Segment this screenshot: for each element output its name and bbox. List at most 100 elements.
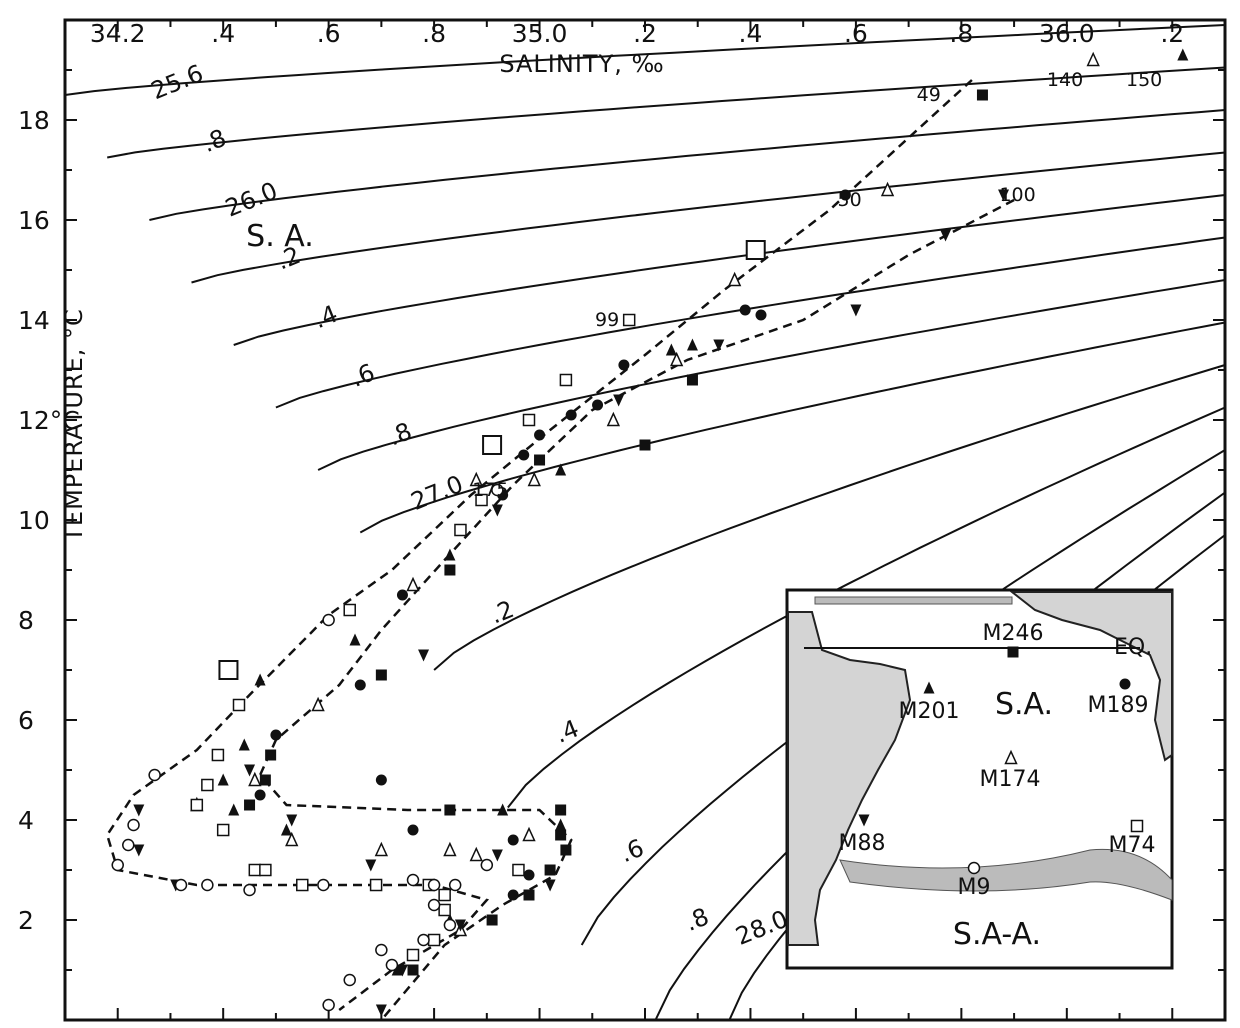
data-point-open-triangle — [311, 696, 325, 712]
inset-station-label: M189 — [1088, 693, 1149, 718]
data-point-open-square — [559, 373, 573, 387]
data-point-filled-square — [976, 89, 988, 101]
inset-station-marker — [967, 861, 981, 875]
isopycnal-label: .8 — [384, 417, 416, 452]
data-point-open-triangle — [880, 181, 895, 197]
data-point-filled-down-triangle — [286, 814, 298, 827]
y-tick-label: 4 — [18, 806, 34, 835]
data-point-filled-square — [407, 964, 419, 976]
data-point-open-triangle — [285, 831, 299, 847]
data-point-open-circle — [243, 883, 256, 897]
x-tick-label: .6 — [317, 19, 341, 48]
x-tick-label: .4 — [211, 19, 235, 48]
data-point-filled-down-triangle — [850, 304, 862, 317]
data-point-filled-down-triangle — [365, 859, 377, 872]
station-points — [111, 48, 1189, 1017]
data-point-filled-circle — [407, 824, 419, 836]
data-point-open-square — [248, 863, 262, 877]
y-tick-label: 18 — [18, 106, 50, 135]
inset-station-label: M246 — [983, 621, 1044, 646]
depth-label: 150 — [1126, 69, 1162, 91]
main-region-label: S. A. — [246, 219, 314, 254]
data-point-open-square — [211, 748, 225, 762]
data-point-filled-triangle — [1177, 48, 1189, 61]
data-point-open-circle — [201, 878, 214, 892]
equator-label: EQ. — [1114, 635, 1152, 660]
data-point-filled-triangle — [238, 738, 250, 751]
data-point-filled-square — [259, 774, 271, 786]
data-point-open-square — [259, 863, 272, 877]
data-point-filled-circle — [254, 789, 266, 801]
data-point-filled-triangle — [217, 773, 229, 786]
data-point-open-circle — [317, 878, 330, 892]
data-point-filled-square — [486, 914, 498, 926]
data-point-open-triangle — [469, 471, 483, 487]
data-point-filled-square — [555, 829, 567, 841]
data-point-open-circle — [427, 898, 441, 912]
x-tick-label: 35.0 — [512, 19, 568, 48]
isopycnal-line — [107, 66, 1226, 159]
data-point-open-circle — [385, 958, 399, 972]
data-point-filled-circle — [375, 774, 387, 786]
data-point-filled-down-triangle — [454, 919, 466, 932]
data-point-open-circle — [406, 873, 420, 887]
inset-region-lower: S.A-A. — [953, 917, 1041, 952]
data-point-filled-circle — [523, 869, 535, 881]
data-point-filled-down-triangle — [491, 849, 503, 862]
data-point-filled-down-triangle — [244, 764, 256, 777]
isopycnal-line — [64, 24, 1226, 96]
y-tick-label: 16 — [18, 206, 50, 235]
data-point-open-square — [438, 903, 451, 917]
isopycnal-line — [433, 364, 1226, 671]
data-point-filled-square — [544, 864, 556, 876]
inset-station-label: M74 — [1109, 833, 1156, 858]
data-point-open-circle — [148, 768, 161, 782]
data-point-filled-square — [560, 844, 572, 856]
data-point-open-square — [406, 948, 420, 962]
data-point-open-triangle — [1086, 51, 1100, 67]
data-point-open-square — [438, 888, 451, 902]
data-point-open-square — [216, 823, 230, 837]
data-point-filled-circle — [507, 834, 519, 846]
data-point-filled-down-triangle — [418, 649, 430, 662]
data-point-open-square — [190, 798, 204, 812]
x-tick-label: 34.2 — [90, 19, 146, 48]
data-point-filled-square — [444, 564, 456, 576]
data-point-filled-triangle — [391, 963, 403, 976]
data-point-filled-circle — [507, 889, 519, 901]
data-point-open-square — [427, 933, 441, 947]
inset-station-label: M174 — [980, 767, 1041, 792]
y-tick-label: 2 — [18, 906, 34, 935]
data-point-filled-triangle — [349, 633, 361, 646]
x-tick-label: .8 — [422, 19, 446, 48]
data-point-filled-down-triangle — [396, 964, 408, 977]
data-point-open-circle — [427, 878, 441, 892]
inset-station-marker — [923, 681, 935, 694]
data-point-filled-circle — [739, 304, 751, 316]
data-point-filled-square — [375, 669, 387, 681]
inset-region-upper: S.A. — [995, 687, 1053, 722]
isopycnal-label: .6 — [616, 834, 648, 869]
envelope-dashed-curve — [105, 79, 973, 1011]
depth-label: 140 — [1047, 69, 1083, 91]
reference-square — [482, 435, 503, 455]
data-point-filled-square — [534, 454, 546, 466]
data-point-filled-square — [444, 804, 456, 816]
y-tick-label: 14 — [18, 306, 50, 335]
data-point-filled-square — [686, 374, 698, 386]
data-point-filled-circle — [270, 729, 282, 741]
isopycnal-line — [507, 406, 1226, 809]
data-point-open-triangle — [669, 351, 684, 367]
data-point-filled-triangle — [228, 803, 240, 816]
data-point-filled-triangle — [254, 673, 266, 686]
y-tick-label: 10 — [18, 506, 50, 535]
data-point-filled-triangle — [555, 463, 567, 476]
data-point-filled-down-triangle — [544, 879, 556, 892]
data-point-filled-down-triangle — [613, 394, 625, 407]
y-tick-label: 8 — [18, 606, 34, 635]
depth-label: 100 — [999, 184, 1035, 206]
data-point-open-circle — [448, 878, 462, 892]
data-point-filled-square — [639, 439, 651, 451]
data-point-filled-circle — [618, 359, 630, 371]
